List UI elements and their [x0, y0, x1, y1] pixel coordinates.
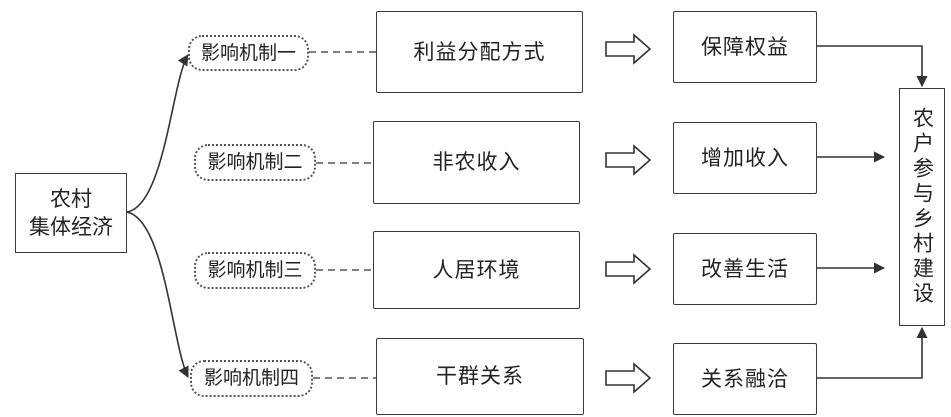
factor-box-2: 非农收入	[373, 121, 580, 204]
target-label: 农户参与乡村建设	[910, 107, 935, 307]
branch-curve-top	[126, 54, 189, 213]
mechanism-node-3: 影响机制三	[194, 252, 316, 289]
hollow-arrow-3	[605, 253, 652, 285]
effect-connector-4	[817, 326, 928, 379]
hollow-arrow-1	[605, 33, 652, 65]
effect-box-2: 增加收入	[673, 122, 817, 194]
effect-connector-1	[817, 45, 928, 88]
effect-box-1: 保障权益	[673, 11, 817, 83]
mechanism-node-4: 影响机制四	[190, 360, 313, 397]
branch-curve-bottom	[126, 211, 189, 379]
effect-box-3: 改善生活	[673, 233, 817, 305]
hollow-arrow-2	[605, 144, 652, 176]
effect-box-4: 关系融洽	[673, 343, 817, 415]
factor-box-4: 干群关系	[376, 338, 584, 415]
factor-box-1: 利益分配方式	[376, 11, 583, 93]
root-node: 农村 集体经济	[15, 173, 127, 253]
root-label-line1: 农村	[50, 186, 92, 211]
mechanism-node-1: 影响机制一	[188, 35, 309, 71]
factor-box-3: 人居环境	[373, 231, 580, 309]
mechanism-node-2: 影响机制二	[194, 144, 316, 181]
root-label-line2: 集体经济	[29, 215, 113, 239]
target-node: 农户参与乡村建设	[899, 88, 945, 326]
hollow-arrow-4	[605, 362, 652, 394]
